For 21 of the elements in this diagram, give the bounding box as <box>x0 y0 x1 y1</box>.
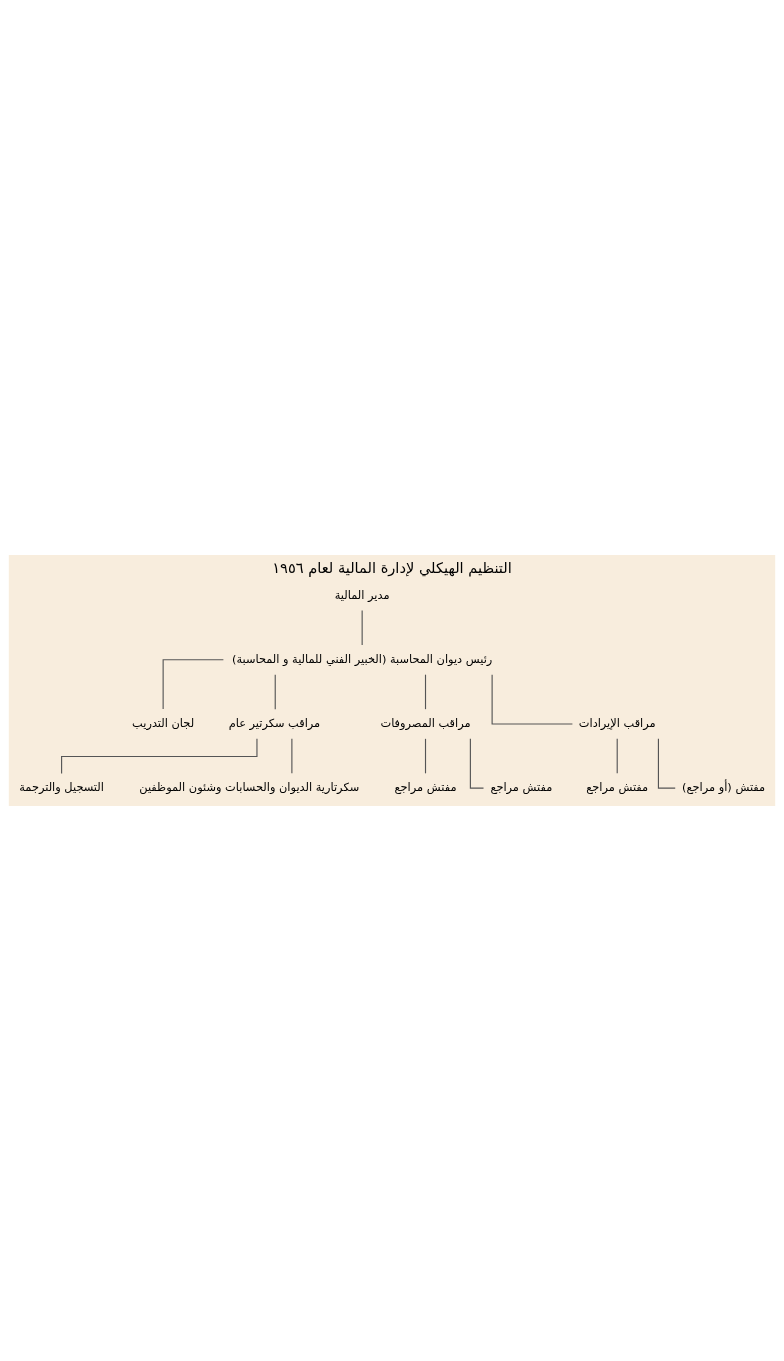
node-text: التسجيل والترجمة <box>19 780 104 795</box>
node-text: مفتش مراجع <box>586 780 649 795</box>
node-text: مراقب الإيرادات <box>578 715 656 730</box>
node-text: مدير المالية <box>334 587 390 602</box>
connector <box>361 609 363 646</box>
connector <box>424 738 427 774</box>
connector <box>291 738 293 774</box>
connector <box>274 674 276 710</box>
connector <box>162 659 224 710</box>
node-text: لجان التدريب <box>132 715 195 730</box>
node-text: مفتش (أو مراجع) <box>682 780 766 795</box>
node-text: مراقب سكرتير عام <box>228 715 321 730</box>
node-text: مفتش مراجع <box>394 780 457 795</box>
node-text: مراقب المصروفات <box>380 715 471 730</box>
diagram-title: التنظيم الهيكلي لإدارة المالية لعام ١٩٥٦ <box>272 559 512 577</box>
node-text: مفتش مراجع <box>490 780 553 795</box>
connector <box>616 738 618 774</box>
connector <box>491 674 573 725</box>
node-text: سكرتارية الديوان والحسابات وشئون الموظفين <box>139 780 360 795</box>
connector <box>424 674 427 710</box>
node-text: رئيس ديوان المحاسبة (الخبير الفني للمالية و المحاسبة) <box>231 651 493 666</box>
